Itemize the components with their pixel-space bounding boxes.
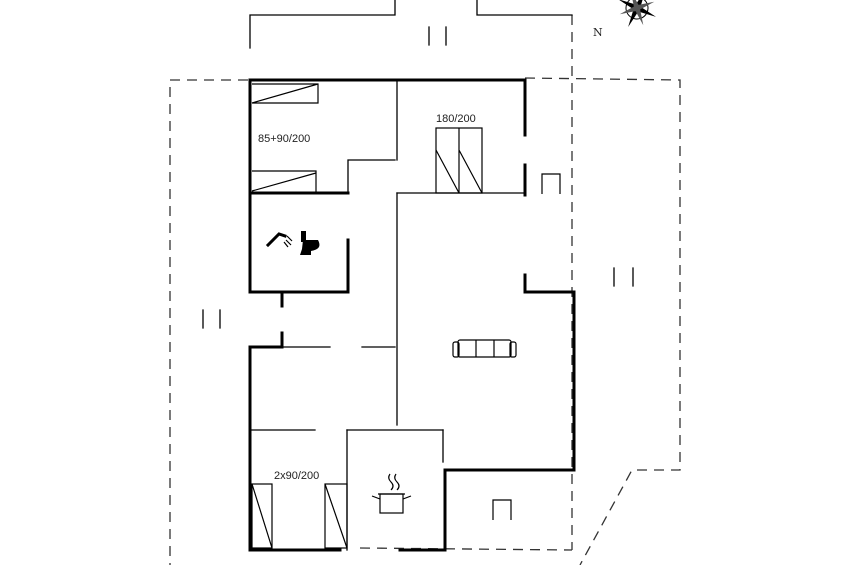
door-icon [541, 173, 561, 194]
toilet-icon [300, 231, 320, 255]
terrace-outline [169, 15, 681, 565]
double-bed [435, 127, 483, 194]
sofa-icon [452, 339, 517, 358]
entrance-outline [249, 0, 573, 49]
room-label-bedroom-3: 2x90/200 [274, 470, 319, 482]
door-icon [492, 499, 512, 520]
compass-rose-icon [617, 0, 657, 28]
north-label: N [593, 26, 603, 39]
bed [251, 170, 317, 193]
bed [324, 483, 348, 549]
bed [251, 483, 273, 549]
exterior-walls [248, 78, 576, 552]
shower-icon [265, 232, 293, 248]
bed [251, 83, 319, 104]
room-label-bedroom-1: 85+90/200 [258, 133, 310, 145]
room-label-bedroom-2: 180/200 [436, 113, 476, 125]
window-icon [202, 26, 634, 329]
cooking-pot-icon [371, 473, 412, 514]
